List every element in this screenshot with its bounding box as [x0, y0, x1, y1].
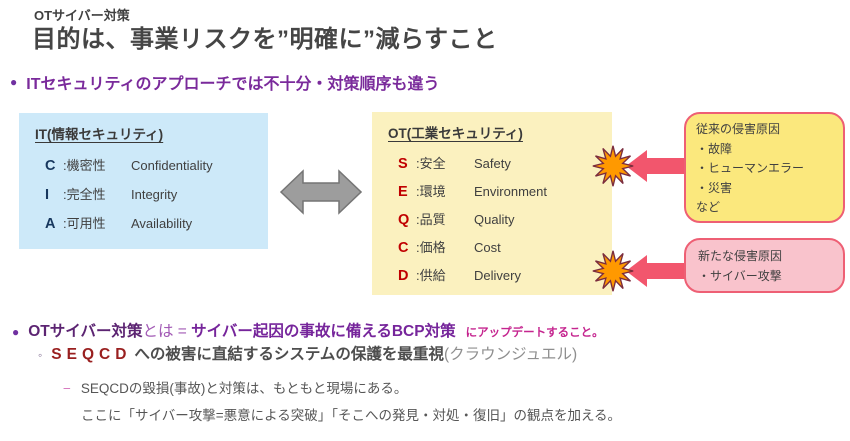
callout-line: など	[696, 200, 721, 214]
seqcd-term: SEQCD	[51, 346, 132, 363]
it-security-panel: IT(情報セキュリティ) C :機密性 Confidentiality I :完…	[19, 113, 268, 249]
ot-term-jp: :供給	[416, 268, 446, 283]
connector-text: とは =	[142, 323, 192, 340]
ot-row-cost: C :価格 Cost	[398, 237, 612, 256]
it-term-jp: :可用性	[63, 216, 106, 231]
bullet-dot-icon: ●	[12, 325, 20, 339]
ot-letter: C	[398, 240, 409, 256]
slide-kicker: OTサイバー対策	[34, 8, 130, 23]
dash-marker-icon: −	[63, 381, 71, 396]
ot-panel-header: OT(工業セキュリティ)	[388, 126, 523, 141]
closing-note-text: ここに「サイバー攻撃=悪意による突破」「そこへの発見・対処・復旧」の観点を加える…	[81, 408, 622, 423]
it-letter: C	[45, 158, 56, 174]
bullet-line-it-approach: ● ITセキュリティのアプローチでは不十分・対策順序も違う	[10, 70, 440, 94]
it-term-en: Availability	[131, 216, 193, 231]
bidirectional-arrow-icon	[280, 169, 362, 215]
ot-row-environment: E :環境 Environment	[398, 181, 612, 200]
ot-row-safety: S :安全 Safety	[398, 153, 612, 172]
ot-letter: Q	[398, 212, 410, 228]
ot-term-en: Safety	[474, 156, 511, 171]
bullet-line-text: ITセキュリティのアプローチでは不十分・対策順序も違う	[26, 76, 440, 93]
it-letter: I	[45, 187, 50, 203]
ot-term-en: Cost	[474, 240, 501, 255]
it-row-confidentiality: C :機密性 Confidentiality	[45, 155, 268, 174]
it-term-en: Integrity	[131, 187, 178, 202]
ot-term-jp: :品質	[416, 212, 446, 227]
it-term-en: Confidentiality	[131, 158, 213, 173]
bullet-dot-icon: ●	[10, 75, 18, 89]
callout-line: ・故障	[696, 141, 733, 156]
ot-row-quality: Q :品質 Quality	[398, 209, 612, 228]
legacy-causes-callout: 従来の侵害原因 ・故障 ・ヒューマンエラー ・災害 など	[684, 112, 845, 223]
callout-line: ・災害	[696, 180, 733, 195]
sub-bullet-marker-icon: ◦	[38, 348, 43, 362]
explosion-starburst-icon	[592, 250, 634, 292]
it-term-jp: :完全性	[63, 187, 106, 202]
ot-term-jp: :価格	[416, 240, 446, 255]
callout-line: 従来の侵害原因	[696, 122, 781, 136]
it-term-jp: :機密性	[63, 158, 106, 173]
legacy-impact-arrow-icon	[626, 150, 688, 182]
dash-note-text: SEQCDの毀損(事故)と対策は、もともと現場にある。	[80, 381, 408, 396]
sub-bullet-text: への被害に直結するシステムの保護を最重視	[134, 346, 444, 363]
ot-letter: E	[398, 184, 408, 200]
crown-jewel-note: (クラウンジュエル)	[443, 346, 578, 363]
ot-term-en: Quality	[474, 212, 515, 227]
update-note: にアップデートすること。	[465, 327, 604, 339]
ot-term-en: Environment	[474, 184, 547, 199]
bcp-term: サイバー起因の事故に備えるBCP対策	[191, 323, 456, 340]
ot-letter: D	[398, 268, 409, 284]
ot-letter: S	[398, 156, 408, 172]
ot-term-en: Delivery	[474, 268, 521, 283]
ot-security-panel: OT(工業セキュリティ) S :安全 Safety E :環境 Environm…	[372, 112, 612, 295]
new-causes-callout: 新たな侵害原因 ・サイバー攻撃	[684, 238, 845, 293]
ot-term-jp: :環境	[416, 184, 446, 199]
dash-note-line: − SEQCDの毀損(事故)と対策は、もともと現場にある。	[63, 377, 407, 397]
callout-line: ・サイバー攻撃	[698, 268, 782, 283]
ot-row-delivery: D :供給 Delivery	[398, 265, 612, 284]
ot-term-jp: :安全	[416, 156, 446, 171]
it-panel-header: IT(情報セキュリティ)	[35, 127, 164, 142]
sub-bullet-seqcd: ◦ SEQCD への被害に直結するシステムの保護を最重視 (クラウンジュエル)	[38, 342, 577, 364]
explosion-starburst-icon	[592, 145, 634, 187]
page-title: 目的は、事業リスクを”明確に”減らすこと	[32, 26, 498, 53]
it-row-integrity: I :完全性 Integrity	[45, 184, 268, 203]
ot-countermeasure-term: OTサイバー対策	[28, 323, 143, 340]
it-row-availability: A :可用性 Availability	[45, 213, 268, 232]
it-letter: A	[45, 216, 56, 232]
bullet-line-ot-bcp: ● OTサイバー対策 とは = サイバー起因の事故に備えるBCP対策 にアップデ…	[12, 319, 604, 341]
new-impact-arrow-icon	[626, 255, 688, 287]
callout-line: 新たな侵害原因	[698, 249, 783, 263]
callout-line: ・ヒューマンエラー	[696, 161, 805, 175]
